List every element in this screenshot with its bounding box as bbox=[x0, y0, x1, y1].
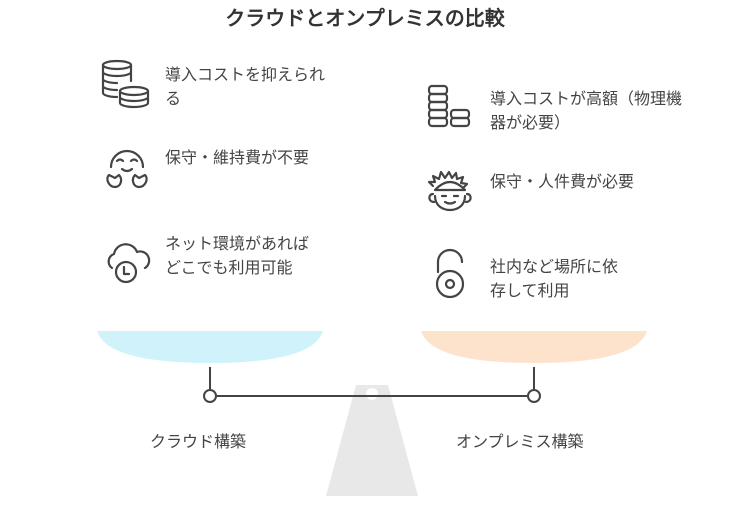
onprem-label: オンプレミス構築 bbox=[456, 432, 584, 451]
cloud-pan bbox=[97, 331, 323, 363]
cloud-item-2: 保守・維持費が不要 bbox=[165, 148, 310, 167]
onprem-item-3: 社内など場所に依存して利用 bbox=[490, 257, 619, 300]
scale-stand bbox=[326, 385, 418, 496]
cloud-item-3: ネット環境があればどこでも利用可能 bbox=[165, 234, 310, 277]
coins-icon bbox=[101, 59, 150, 109]
stacked-coins-icon bbox=[427, 84, 471, 128]
onprem-pan bbox=[421, 331, 647, 363]
cloud-label: クラウド構築 bbox=[150, 432, 247, 451]
happy-face-icon bbox=[106, 149, 148, 189]
worker-face-icon bbox=[427, 170, 472, 212]
onprem-item-1: 導入コストが高額（物理機器が必要） bbox=[490, 89, 683, 132]
cloud-clock-icon bbox=[107, 243, 151, 284]
padlock-icon bbox=[435, 248, 465, 299]
page-title: クラウドとオンプレミスの比較 bbox=[225, 6, 505, 30]
onprem-item-2: 保守・人件費が必要 bbox=[490, 172, 635, 191]
cloud-item-1: 導入コストを抑えられる bbox=[165, 65, 326, 108]
